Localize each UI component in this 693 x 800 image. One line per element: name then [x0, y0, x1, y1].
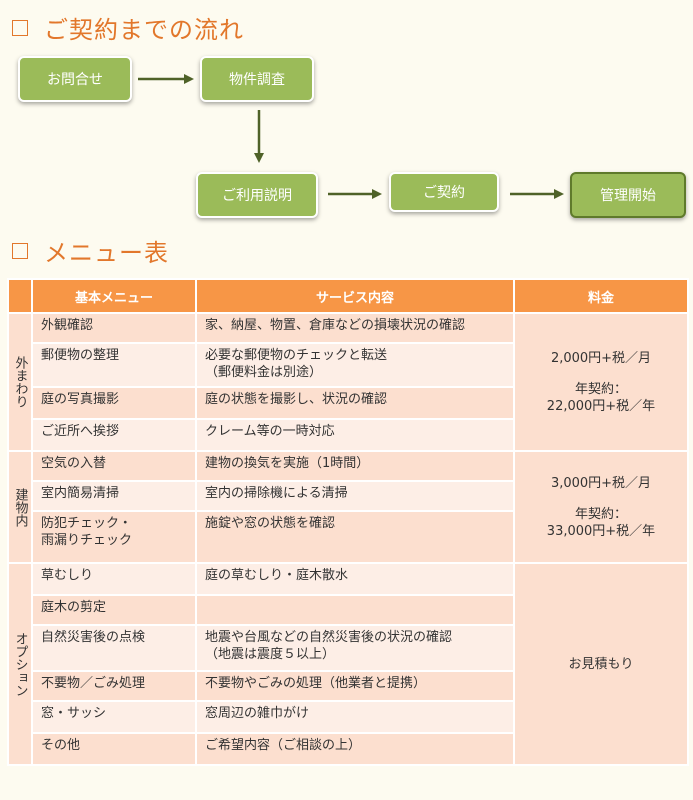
table-row: 室内簡易清掃 室内の掃除機による清掃	[8, 480, 688, 512]
table-row: 郵便物の整理 必要な郵便物のチェックと転送 （郵便料金は別途）	[8, 342, 688, 388]
menu-section-title: メニュー表	[12, 233, 169, 268]
menu-item-content: 窓周辺の雑巾がけ	[195, 700, 515, 734]
table-row: 防犯チェック・ 雨漏りチェック 施錠や窓の状態を確認	[8, 510, 688, 564]
flow-arrows	[138, 74, 564, 199]
square-bullet-icon	[12, 19, 28, 36]
menu-item-content: 室内の掃除機による清掃	[195, 480, 515, 512]
menu-item-name: 防犯チェック・ 雨漏りチェック	[31, 510, 197, 564]
arrow-right-icon	[328, 189, 382, 199]
header-price: 料金	[513, 278, 689, 314]
table-row: 不要物／ごみ処理 不要物やごみの処理（他業者と提携）	[8, 670, 688, 702]
menu-item-name: 庭木の剪定	[31, 594, 197, 626]
group-label-interior: 建物内	[7, 450, 33, 564]
price-interior: 3,000円+税／月 年契約： 33,000円+税／年	[513, 450, 689, 564]
group-label-options: オプション	[7, 562, 33, 766]
menu-item-content: 庭の状態を撮影し、状況の確認	[195, 386, 515, 420]
table-header-row: 基本メニュー サービス内容 料金	[7, 278, 689, 314]
content-line-note: （地震は震度５以上）	[205, 647, 336, 662]
menu-item-content: 施錠や窓の状態を確認	[195, 510, 515, 564]
price-options: お見積もり	[513, 562, 689, 766]
table-row: ご近所へ挨拶 クレーム等の一時対応	[8, 418, 688, 452]
menu-item-name: 自然災害後の点検	[31, 624, 197, 672]
group-label-exterior: 外まわり	[7, 312, 33, 452]
name-line-2: 雨漏りチェック	[41, 533, 133, 548]
table-row: 外まわり 外観確認 家、納屋、物置、倉庫などの損壊状況の確認 2,000円+税／…	[7, 312, 689, 452]
table-row: 窓・サッシ 窓周辺の雑巾がけ	[8, 700, 688, 734]
header-service-content: サービス内容	[195, 278, 515, 314]
menu-item-content: クレーム等の一時対応	[195, 418, 515, 452]
content-line: 必要な郵便物のチェックと転送	[205, 348, 388, 363]
flow-step-survey: 物件調査	[200, 56, 314, 102]
flow-step-inquiry: お問合せ	[18, 56, 132, 102]
content-line: 地震や台風などの自然災害後の状況の確認	[205, 630, 453, 645]
menu-item-name: 庭の写真撮影	[31, 386, 197, 420]
arrow-right-icon	[510, 189, 564, 199]
table-row: 庭の写真撮影 庭の状態を撮影し、状況の確認	[8, 386, 688, 420]
menu-item-name: その他	[31, 732, 197, 766]
flow-step-management-start: 管理開始	[570, 172, 686, 218]
menu-item-content: 必要な郵便物のチェックと転送 （郵便料金は別途）	[195, 342, 515, 388]
menu-item-content: 家、納屋、物置、倉庫などの損壊状況の確認	[195, 312, 515, 344]
price-annual-label: 年契約：	[574, 506, 627, 522]
flow-section-title: ご契約までの流れ	[12, 10, 244, 45]
price-estimate: お見積もり	[568, 656, 634, 672]
arrow-down-icon	[254, 110, 264, 163]
menu-item-name: 外観確認	[31, 312, 197, 344]
menu-item-content: 不要物やごみの処理（他業者と提携）	[195, 670, 515, 702]
table-row: 庭木の剪定	[8, 594, 688, 626]
flow-step-contract: ご契約	[389, 172, 499, 212]
menu-table: 基本メニュー サービス内容 料金 外まわり 外観確認 家、納屋、物置、倉庫などの…	[7, 278, 689, 766]
header-empty	[7, 278, 33, 314]
table-row: 自然災害後の点検 地震や台風などの自然災害後の状況の確認 （地震は震度５以上）	[8, 624, 688, 672]
menu-item-content: 庭の草むしり・庭木散水	[195, 562, 515, 596]
arrow-right-icon	[138, 74, 194, 84]
table-row: 建物内 空気の入替 建物の換気を実施（1時間） 3,000円+税／月 年契約： …	[7, 450, 689, 564]
menu-title-text: メニュー表	[44, 239, 169, 267]
menu-item-name: 空気の入替	[31, 450, 197, 482]
flow-step-explanation: ご利用説明	[196, 172, 318, 218]
flow-title-text: ご契約までの流れ	[44, 16, 244, 44]
menu-item-content: ご希望内容（ご相談の上）	[195, 732, 515, 766]
menu-item-content: 建物の換気を実施（1時間）	[195, 450, 515, 482]
price-annual: 33,000円+税／年	[546, 523, 656, 539]
menu-item-name: 郵便物の整理	[31, 342, 197, 388]
menu-item-name: 室内簡易清掃	[31, 480, 197, 512]
table-row: オプション 草むしり 庭の草むしり・庭木散水 お見積もり	[7, 562, 689, 766]
menu-item-name: ご近所へ挨拶	[31, 418, 197, 452]
price-annual-label: 年契約：	[574, 381, 627, 397]
menu-item-name: 窓・サッシ	[31, 700, 197, 734]
price-monthly: 3,000円+税／月	[550, 475, 652, 491]
menu-item-name: 草むしり	[31, 562, 197, 596]
price-monthly: 2,000円+税／月	[550, 350, 652, 366]
header-basic-menu: 基本メニュー	[31, 278, 197, 314]
price-annual: 22,000円+税／年	[546, 398, 656, 414]
price-exterior: 2,000円+税／月 年契約： 22,000円+税／年	[513, 312, 689, 452]
name-line: 防犯チェック・	[41, 516, 132, 531]
menu-item-content	[195, 594, 515, 626]
content-line-note: （郵便料金は別途）	[205, 365, 323, 380]
menu-item-name: 不要物／ごみ処理	[31, 670, 197, 702]
square-bullet-icon	[12, 242, 28, 259]
table-row: その他 ご希望内容（ご相談の上）	[8, 732, 688, 766]
menu-item-content: 地震や台風などの自然災害後の状況の確認 （地震は震度５以上）	[195, 624, 515, 672]
